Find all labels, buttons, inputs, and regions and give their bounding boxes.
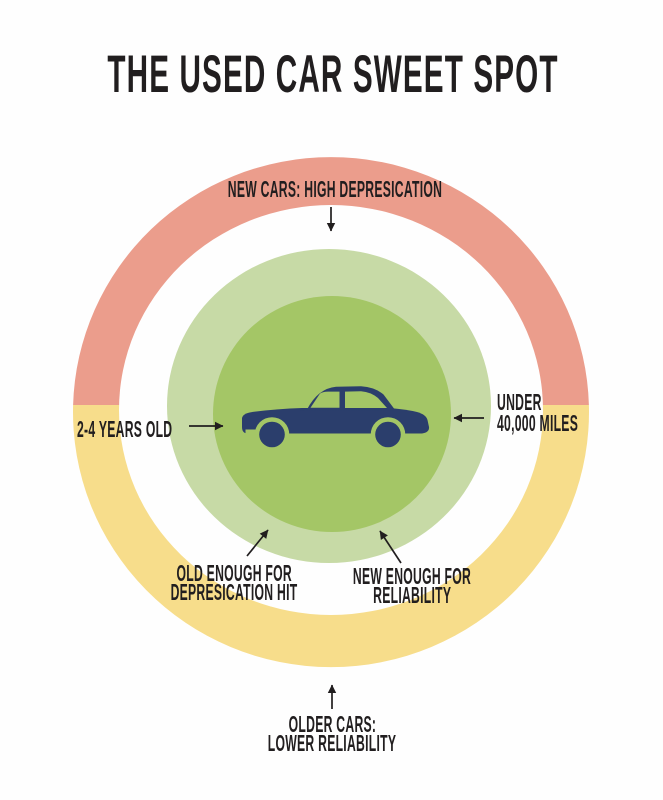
arrow-up-left-icon	[379, 530, 402, 564]
label-new-enough-for-reliability: NEW ENOUGH FOR RELIABILITY	[352, 563, 472, 608]
label-new-cars-high-depreciation: NEW CARS: HIGH DEPRESICATION	[227, 176, 443, 202]
label-2-4-years-old: 2-4 YEARS OLD	[77, 416, 173, 442]
label-under-40000-miles: UNDER 40,000 MILES	[497, 389, 579, 436]
car-rear-window	[345, 391, 387, 408]
label-older-cars-lower-reliability: OLDER CARS: LOWER RELIABILITY	[267, 711, 397, 756]
car-front-wheel	[259, 421, 285, 448]
label-old-enough-for-depreciation-hit: OLD ENOUGH FOR DEPRESICATION HIT	[170, 560, 298, 605]
car-front-window	[310, 391, 340, 408]
car-rear-wheel	[375, 421, 401, 448]
car-bumper-notch	[245, 429, 258, 435]
arrow-up-right-icon	[246, 529, 269, 557]
page-title: THE USED CAR SWEET SPOT	[107, 45, 559, 104]
car-icon	[242, 386, 430, 452]
